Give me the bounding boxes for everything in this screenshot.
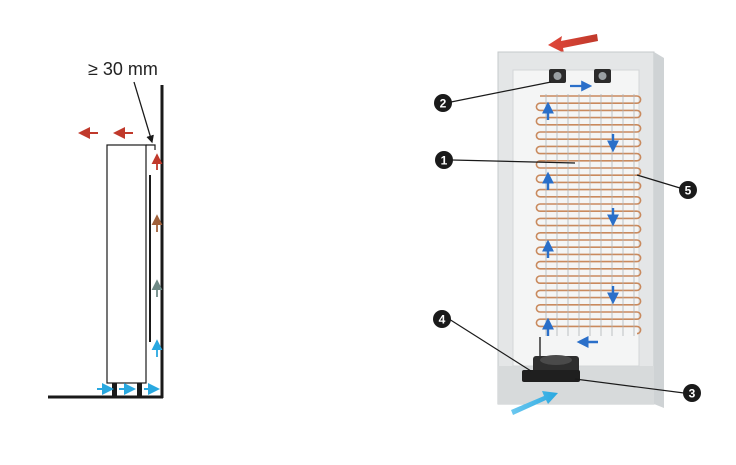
compressor bbox=[522, 337, 580, 382]
svg-text:1: 1 bbox=[441, 154, 448, 168]
clearance-pointer bbox=[133, 81, 154, 144]
fan-units bbox=[549, 69, 611, 92]
callout-3-badge: 3 bbox=[683, 384, 701, 402]
svg-text:3: 3 bbox=[689, 387, 696, 401]
leader-1 bbox=[451, 159, 576, 164]
rear-view bbox=[497, 34, 664, 415]
callout-5-badge: 5 bbox=[679, 181, 697, 199]
coolant-flow-arrows bbox=[542, 101, 619, 348]
leader-4 bbox=[448, 318, 532, 372]
warm-air-exit-arrow bbox=[548, 34, 598, 53]
cool-air-inlet-arrow bbox=[511, 391, 558, 415]
fridge-foot-front bbox=[112, 383, 117, 396]
leader-3 bbox=[574, 378, 685, 394]
callout-2-badge: 2 bbox=[434, 94, 452, 112]
svg-text:5: 5 bbox=[685, 184, 692, 198]
clearance-label: ≥ 30 mm bbox=[88, 59, 158, 79]
fridge-body bbox=[106, 144, 147, 384]
leader-5 bbox=[636, 174, 681, 189]
side-view: ≥ 30 mm bbox=[48, 59, 164, 399]
cabinet-side bbox=[654, 52, 664, 408]
svg-text:4: 4 bbox=[439, 313, 446, 327]
callout-1-badge: 1 bbox=[435, 151, 453, 169]
fridge-foot-back bbox=[137, 383, 142, 396]
coil-tubing bbox=[535, 95, 642, 335]
callout-4-badge: 4 bbox=[433, 310, 451, 328]
svg-text:2: 2 bbox=[440, 97, 447, 111]
callouts: 2 1 5 4 3 bbox=[433, 81, 701, 402]
top-vent-cover bbox=[146, 144, 156, 150]
leader-2 bbox=[450, 81, 552, 103]
